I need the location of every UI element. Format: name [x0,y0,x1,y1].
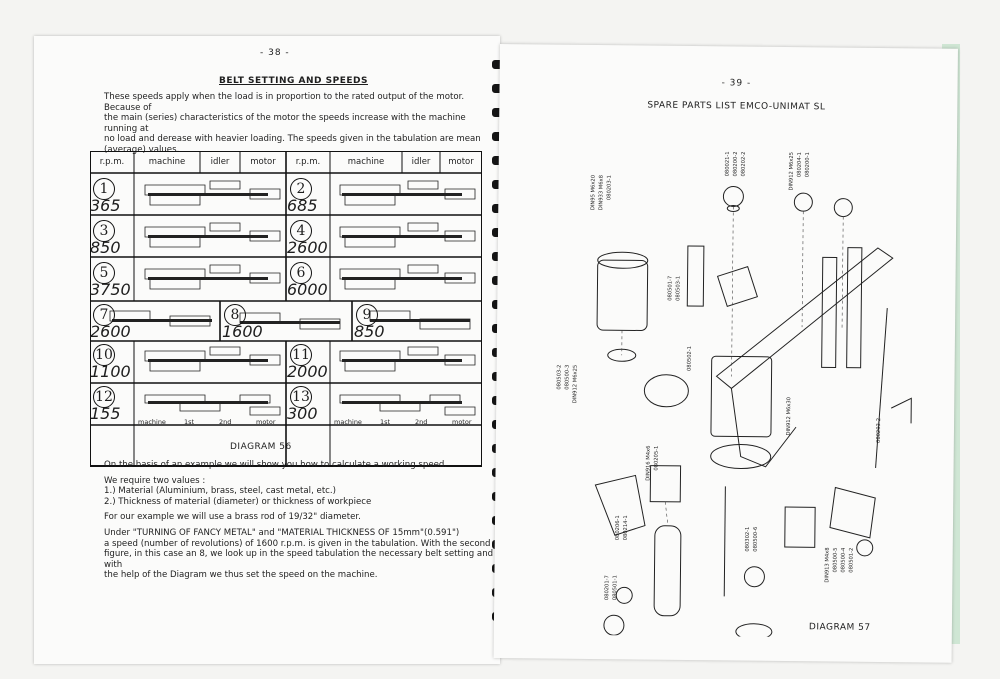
speed-rpm: 3750 [90,280,131,299]
speed-rpm: 1600 [222,322,263,341]
part-label: 080500-6 [752,526,759,552]
right-page-title: SPARE PARTS LIST EMCO-UNIMAT SL [647,100,826,113]
left-page-number: - 38 - [260,48,290,58]
speed-rpm: 685 [287,196,318,215]
bottom-label-2nd: 2nd [219,418,232,426]
bottom-label-machine: machine [138,418,166,426]
speed-rpm: 850 [90,238,121,257]
part-label: 080206-1 [614,515,622,541]
part-label: 080500-5 [832,547,839,573]
part-label: DIN95 M6x20 [590,174,597,211]
intro-paragraph: These speeds apply when the load is in p… [104,92,481,155]
col-header-idler: idler [210,157,230,167]
part-label: DIN912 M6x25 [572,364,579,404]
bottom-label-2nd-2: 2nd [415,418,428,426]
right-page: - 39 - SPARE PARTS LIST EMCO-UNIMAT SL [493,44,958,663]
col-header-motor-2: motor [448,157,474,167]
speed-number: 8 [224,304,246,326]
col-header-rpm-2: r.p.m. [295,157,321,167]
part-label: 080203-2 [875,417,883,444]
speed-number: 2 [290,178,312,200]
speed-number: 5 [93,262,115,284]
bottom-label-motor: motor [256,418,276,426]
speed-number: 11 [290,344,312,366]
right-page-number: - 39 - [721,78,752,89]
part-label: 080202-2 [740,151,747,177]
speed-rpm: 365 [90,196,121,215]
col-header-rpm: r.p.m. [99,157,125,167]
speed-number: 12 [93,386,115,408]
speed-rpm: 2600 [287,238,328,257]
belt-speed-table [90,151,482,467]
speed-rpm: 2000 [287,362,328,381]
diagram-56-caption: DIAGRAM 56 [230,442,292,452]
bottom-label-1st: 1st [184,418,195,426]
bottom-label-1st-2: 1st [380,418,391,426]
speed-number: 9 [356,304,378,326]
left-page: - 38 - BELT SETTING AND SPEEDS These spe… [34,36,500,664]
part-label: 080503-2 [556,364,563,390]
part-label: DIN933 M6x8 [598,175,605,211]
speed-rpm: 850 [354,322,385,341]
part-label: 080302-1 [744,526,751,552]
part-label: 080201-7 [604,575,611,601]
part-label: 080214-1 [622,515,630,541]
col-header-idler-2: idler [411,157,431,167]
part-label: 080501-7 [667,275,674,301]
diagram-57-caption: DIAGRAM 57 [808,622,871,633]
speed-rpm: 155 [90,404,121,423]
bottom-label-machine-2: machine [334,418,362,426]
speed-number: 10 [93,344,115,366]
speed-rpm: 300 [287,404,318,423]
speed-number: 6 [290,262,312,284]
part-label: 080204-1 [796,152,803,178]
part-label: DIN916 M4x6 [645,445,652,481]
part-label: 080200-1 [804,152,811,178]
col-header-motor: motor [250,157,276,167]
speed-rpm: 2600 [90,322,131,341]
body-text: On the basis of an example we will show … [104,460,494,581]
part-label: 080500-3 [564,364,571,390]
speed-number: 7 [93,304,115,326]
part-label: 080502-1 [686,345,693,372]
part-label: 080501-2 [848,547,855,573]
part-label: 080021-1 [724,151,731,177]
speed-number: 1 [93,178,115,200]
part-label: DIN912 M6x25 [788,152,795,191]
part-label: 080200-2 [732,151,739,177]
speed-rpm: 1100 [90,362,131,381]
part-label: 080503-1 [675,275,682,301]
speed-number: 13 [290,386,312,408]
part-label: DIN913 M4x8 [824,547,831,583]
part-label: 080501-1 [612,575,619,601]
part-label: 080203-1 [606,175,613,201]
speed-number: 4 [290,220,312,242]
exploded-parts-diagram [594,185,912,639]
bottom-label-motor-2: motor [452,418,472,426]
speed-rpm: 6000 [287,280,328,299]
part-label: DIN912 M6x30 [785,397,793,436]
col-header-machine: machine [148,157,186,167]
speed-number: 3 [93,220,115,242]
left-page-title: BELT SETTING AND SPEEDS [219,76,368,86]
col-header-machine-2: machine [347,157,385,167]
part-label: 080205-1 [653,445,660,471]
part-label: 080500-4 [840,547,847,573]
